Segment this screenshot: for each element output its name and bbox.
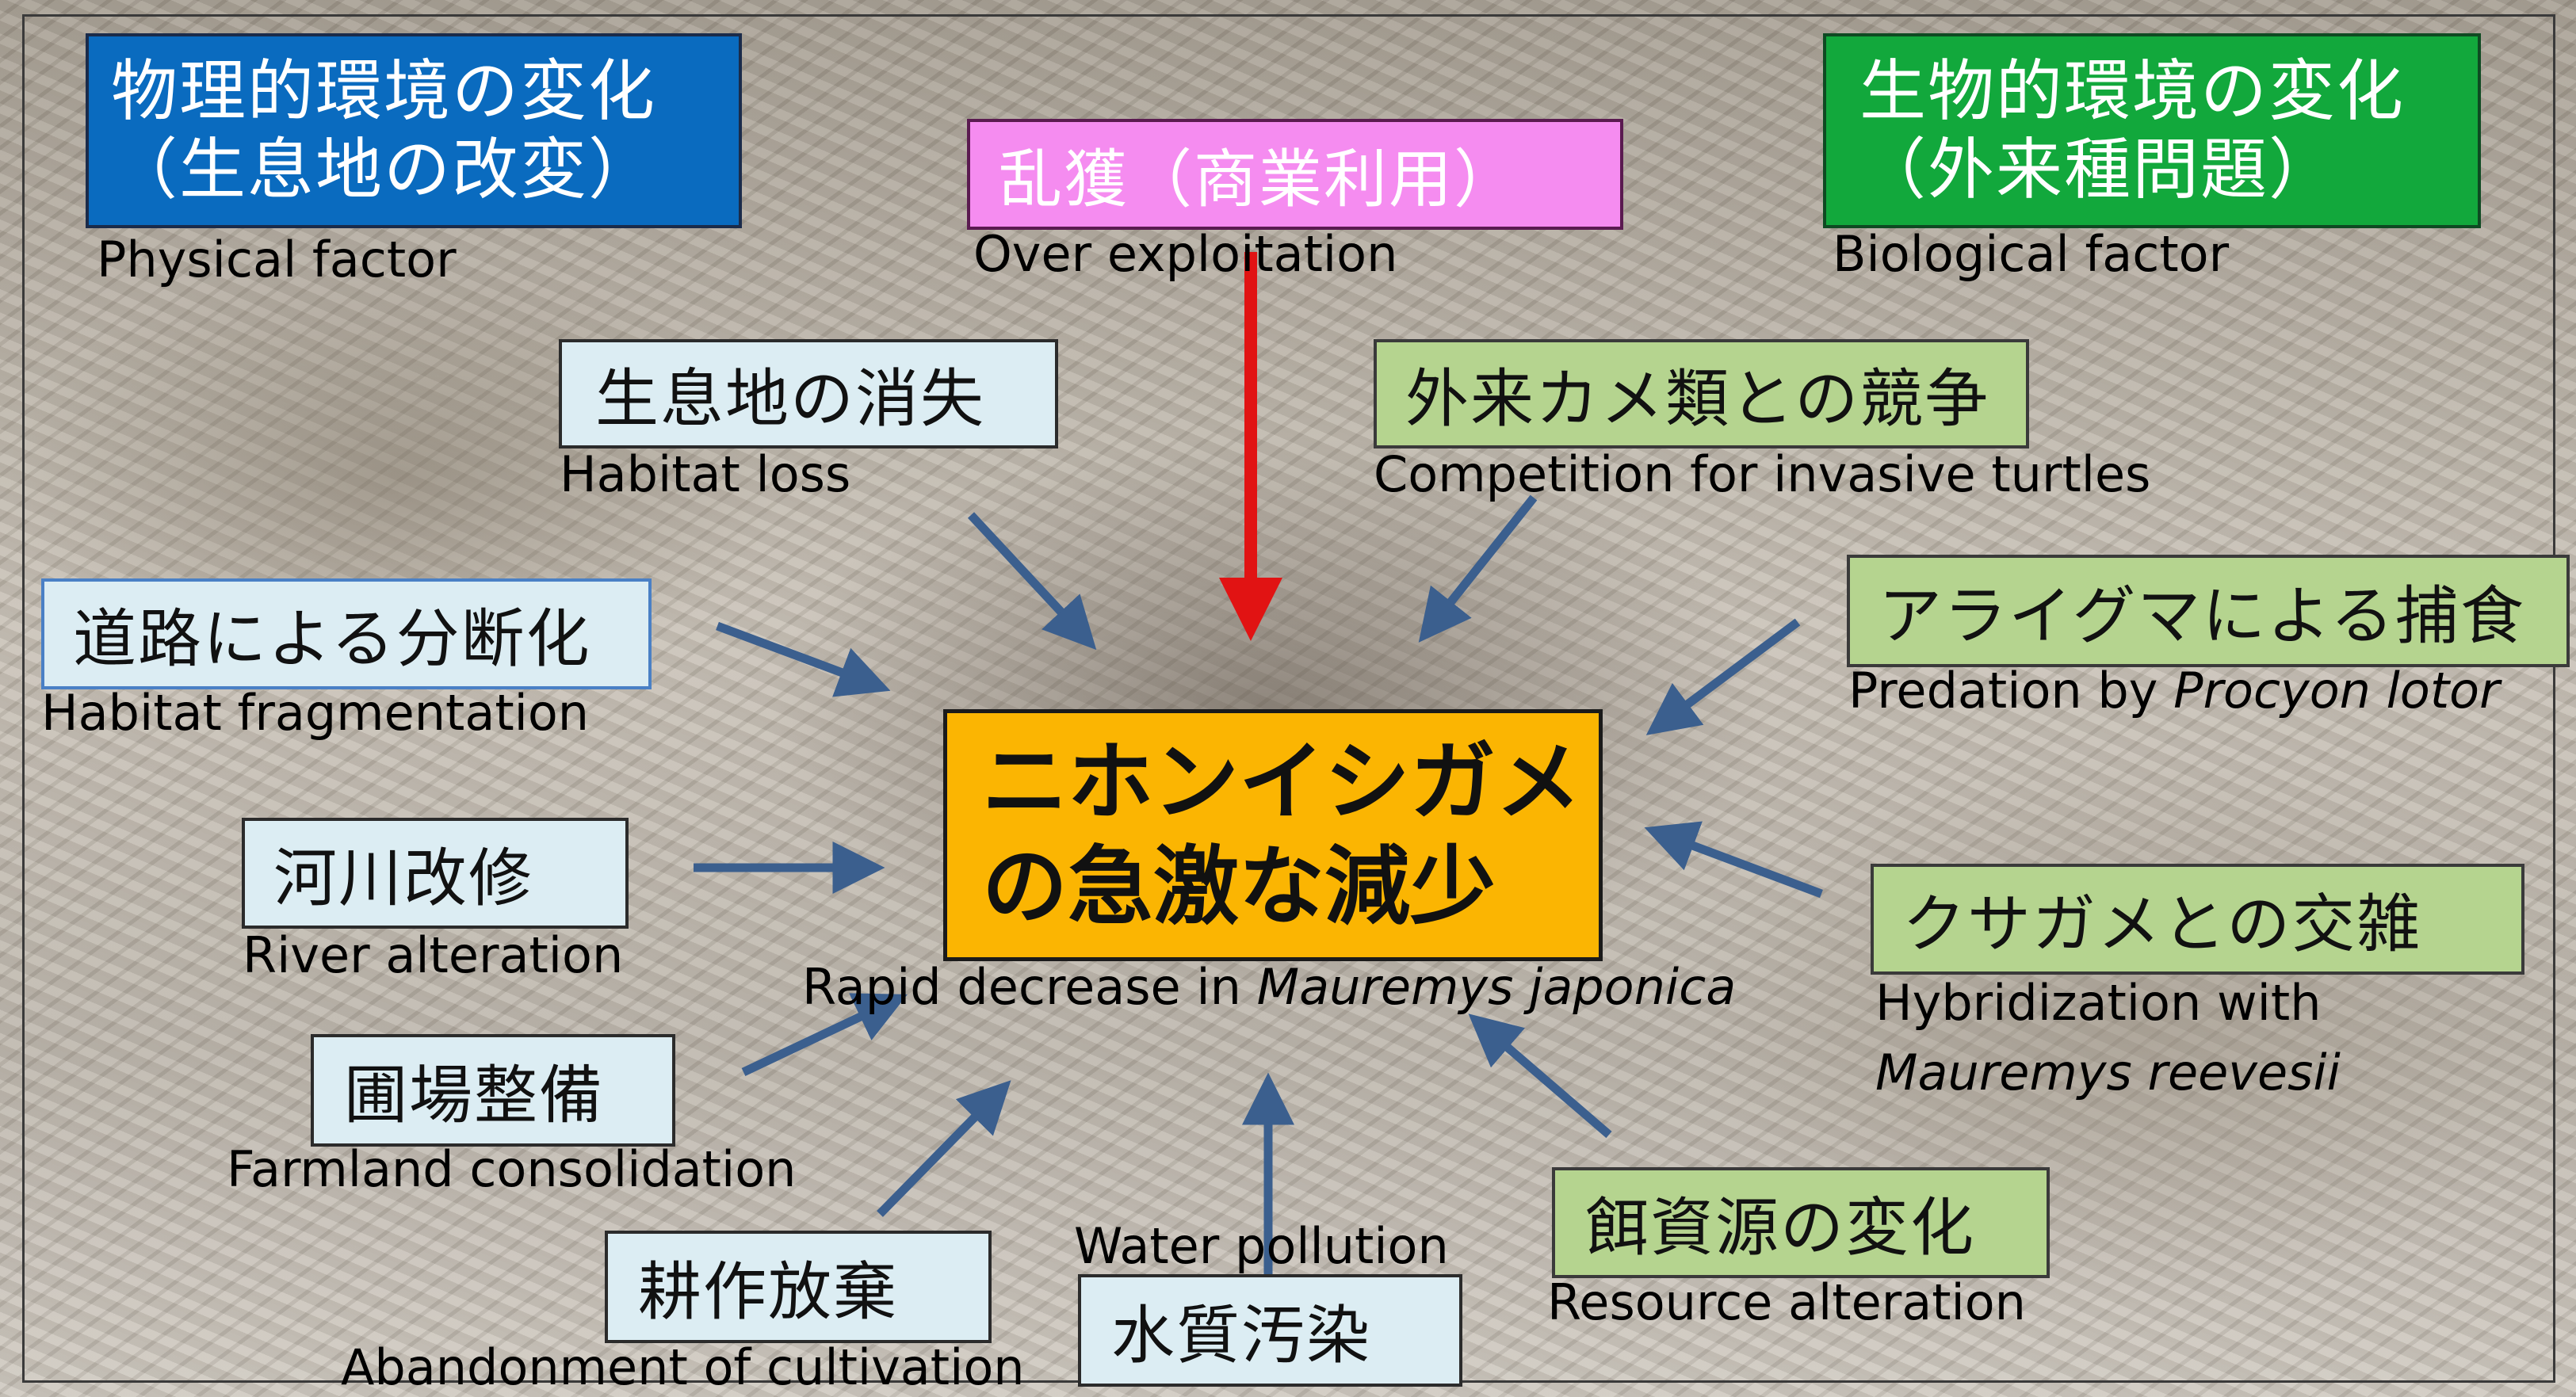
resource-box: 餌資源の変化 <box>1552 1167 2050 1278</box>
arrow-hybrid <box>1644 821 1823 899</box>
arrow-predation <box>1645 618 1801 735</box>
center-line2: の急激な減少 <box>982 838 1496 937</box>
arrow-competition <box>1418 494 1538 643</box>
center-caption: Rapid decrease in Mauremys japonica <box>802 959 1736 1015</box>
hybrid-caption-line1: Hybridization with <box>1875 974 2322 1032</box>
habitat-loss-box: 生息地の消失 <box>559 339 1058 448</box>
biological-factor-caption: Biological factor <box>1833 225 2230 283</box>
resource-label: 餌資源の変化 <box>1585 1191 1975 1265</box>
water-box: 水質汚染 <box>1078 1274 1462 1387</box>
competition-label: 外来カメ類との競争 <box>1405 362 1990 436</box>
abandon-caption: Abandonment of cultivation <box>341 1338 1025 1396</box>
arrow-abandon <box>877 1080 1011 1217</box>
river-box: 河川改修 <box>242 818 629 929</box>
hybrid-caption-species: Mauremys reevesii <box>1875 1044 2341 1102</box>
fragmentation-label: 道路による分断化 <box>73 602 591 676</box>
hybrid-label: クサガメとの交雑 <box>1902 887 2422 961</box>
farmland-caption: Farmland consolidation <box>227 1140 797 1198</box>
farmland-label: 圃場整備 <box>344 1059 604 1132</box>
fragmentation-box: 道路による分断化 <box>41 578 652 689</box>
farmland-box: 圃場整備 <box>311 1034 675 1147</box>
abandon-label: 耕作放棄 <box>638 1255 898 1329</box>
overexploitation-box: 乱獲（商業利用） <box>967 119 1623 230</box>
arrow-fragmentation <box>716 621 891 697</box>
hybrid-caption: Hybridization with Mauremys reevesii <box>1875 968 2341 1108</box>
competition-caption: Competition for invasive turtles <box>1374 445 2151 503</box>
predation-caption: Predation by Procyon lotor <box>1848 662 2500 719</box>
arrow-farmland <box>741 993 908 1076</box>
predation-caption-prefix: Predation by <box>1848 662 2174 719</box>
water-label: 水質汚染 <box>1111 1299 1371 1372</box>
competition-box: 外来カメ類との競争 <box>1374 339 2029 448</box>
resource-caption: Resource alteration <box>1547 1273 2026 1331</box>
predation-caption-species: Procyon lotor <box>2173 662 2500 719</box>
physical-factor-box: 物理的環境の変化 （生息地の改変） <box>86 33 742 228</box>
overexploitation-label: 乱獲（商業利用） <box>999 143 1519 216</box>
center-caption-species: Mauremys japonica <box>1256 958 1737 1016</box>
arrow-habitat-loss <box>967 512 1097 651</box>
overexploitation-caption: Over exploitation <box>973 225 1398 283</box>
hybrid-box: クサガメとの交雑 <box>1871 864 2524 975</box>
habitat-loss-caption: Habitat loss <box>560 445 851 503</box>
center-caption-prefix: Rapid decrease in <box>802 958 1257 1016</box>
center-box: ニホンイシガメ の急激な減少 <box>943 709 1603 961</box>
physical-factor-line1: 物理的環境の変化 <box>111 52 657 130</box>
river-caption: River alteration <box>243 926 624 984</box>
predation-label: アライグマによる捕食 <box>1878 579 2525 653</box>
arrow-resource <box>1468 1013 1612 1139</box>
water-caption: Water pollution <box>1074 1217 1449 1275</box>
physical-factor-line2: （生息地の改変） <box>111 131 657 208</box>
center-line1: ニホンイシガメ <box>982 733 1582 833</box>
biological-factor-line2: （外来種問題） <box>1859 131 2337 208</box>
biological-factor-line1: 生物的環境の変化 <box>1859 52 2406 130</box>
fragmentation-caption: Habitat fragmentation <box>41 684 590 742</box>
predation-box: アライグマによる捕食 <box>1847 555 2570 667</box>
river-label: 河川改修 <box>273 842 533 915</box>
habitat-loss-label: 生息地の消失 <box>595 362 985 436</box>
abandon-box: 耕作放棄 <box>605 1231 992 1343</box>
biological-factor-box: 生物的環境の変化 （外来種問題） <box>1823 33 2481 228</box>
physical-factor-caption: Physical factor <box>97 231 457 288</box>
